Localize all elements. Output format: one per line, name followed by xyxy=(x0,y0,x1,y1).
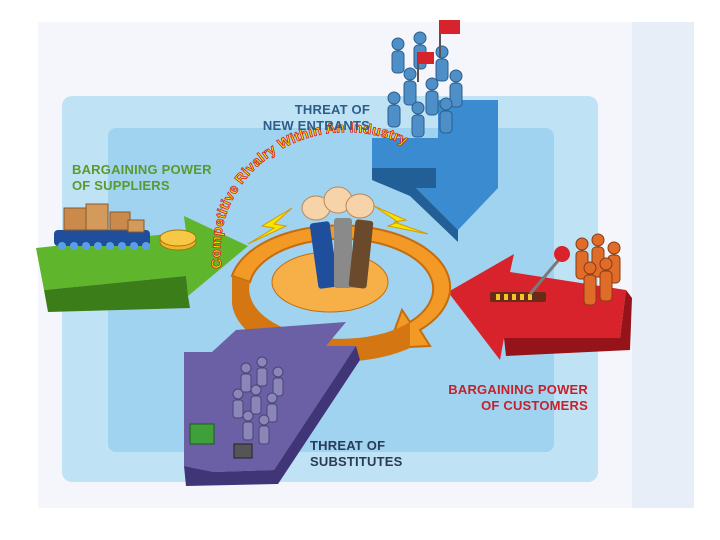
substitutes-label: THREAT OF SUBSTITUTES xyxy=(310,438,402,470)
lever-icon xyxy=(490,246,570,302)
flag-icon xyxy=(417,20,460,82)
substitute-figures-icon xyxy=(232,356,284,445)
protester-figures-icon xyxy=(387,31,463,138)
customers-label-line2: OF CUSTOMERS xyxy=(481,398,588,413)
new-entrants-label-line2: NEW ENTRANTS xyxy=(262,118,370,133)
new-entrants-label-line1: THREAT OF xyxy=(294,102,370,117)
chip-icons xyxy=(189,423,253,459)
customer-figures-icon xyxy=(575,233,621,306)
substitutes-label-line2: SUBSTITUTES xyxy=(310,454,403,469)
side-panel xyxy=(632,22,694,508)
suppliers-label: BARGAINING POWER OF SUPPLIERS xyxy=(72,162,212,194)
lightning-bolt-icon xyxy=(247,205,429,245)
suppliers-label-line2: OF SUPPLIERS xyxy=(72,178,170,193)
competing-fists-icon xyxy=(301,186,375,289)
new-entrants-arrow xyxy=(372,100,498,242)
substitutes-label-line1: THREAT OF xyxy=(310,438,386,453)
customers-arrow xyxy=(448,254,632,360)
customers-label-line1: BARGAINING POWER xyxy=(448,382,588,397)
customers-label: BARGAINING POWER OF CUSTOMERS xyxy=(426,382,588,414)
conveyor-boxes-icon xyxy=(54,203,150,250)
suppliers-label-line1: BARGAINING POWER xyxy=(72,162,212,177)
new-entrants-label: THREAT OF NEW ENTRANTS xyxy=(246,102,370,134)
coins-icon xyxy=(159,229,197,251)
